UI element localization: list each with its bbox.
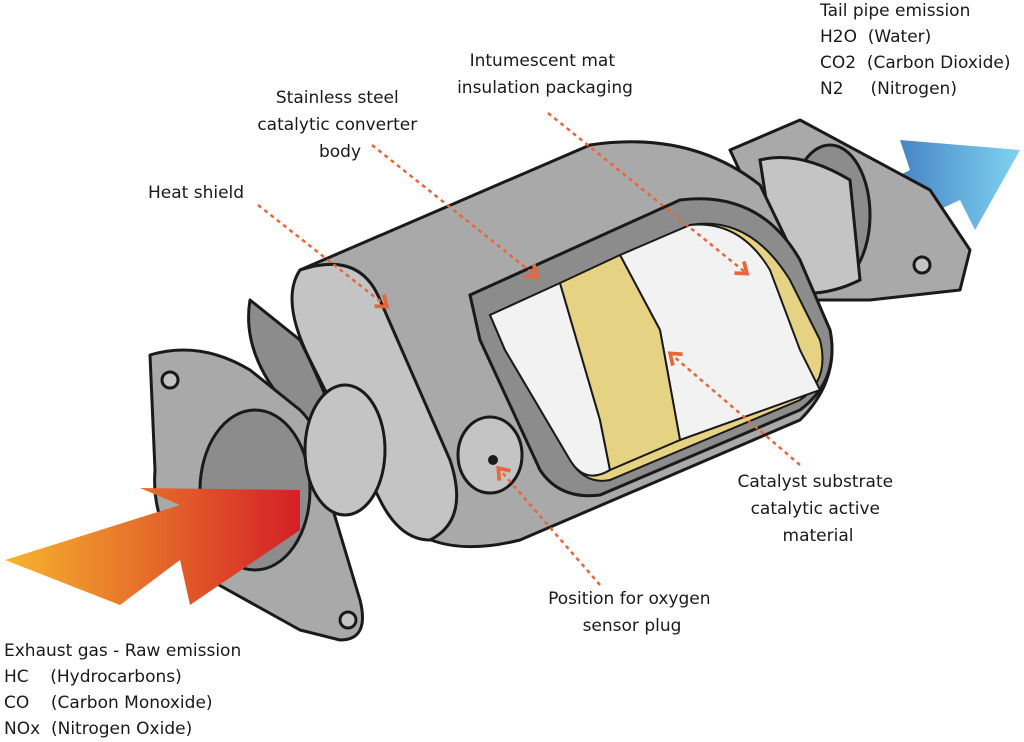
inlet-gas-arrow xyxy=(5,488,300,605)
tail-pipe-emission-list: Tail pipe emission H2O (Water) CO2 (Carb… xyxy=(0,0,1024,99)
label-intumescent-mat: Intumescent mat insulation packaging xyxy=(457,51,633,98)
label-catalyst-substrate: Catalyst substrate catalytic active mate… xyxy=(738,472,899,546)
sensor-hole-icon xyxy=(488,455,498,465)
catalyst-substrate xyxy=(488,222,824,482)
label-heat-shield: Heat shield xyxy=(148,183,244,203)
label-stainless-steel: Stainless steel catalytic converter body xyxy=(257,88,422,162)
leader-oxygen-sensor xyxy=(496,465,601,586)
exhaust-gas-list: Exhaust gas - Raw emission HC (Hydrocarb… xyxy=(0,0,268,739)
leader-intumescent-mat xyxy=(547,112,750,276)
label-oxygen-sensor: Position for oxygen sensor plug xyxy=(548,589,716,636)
leader-stainless-steel xyxy=(371,144,540,279)
oxygen-sensor-port xyxy=(456,415,524,495)
leader-heat-shield xyxy=(257,204,390,309)
